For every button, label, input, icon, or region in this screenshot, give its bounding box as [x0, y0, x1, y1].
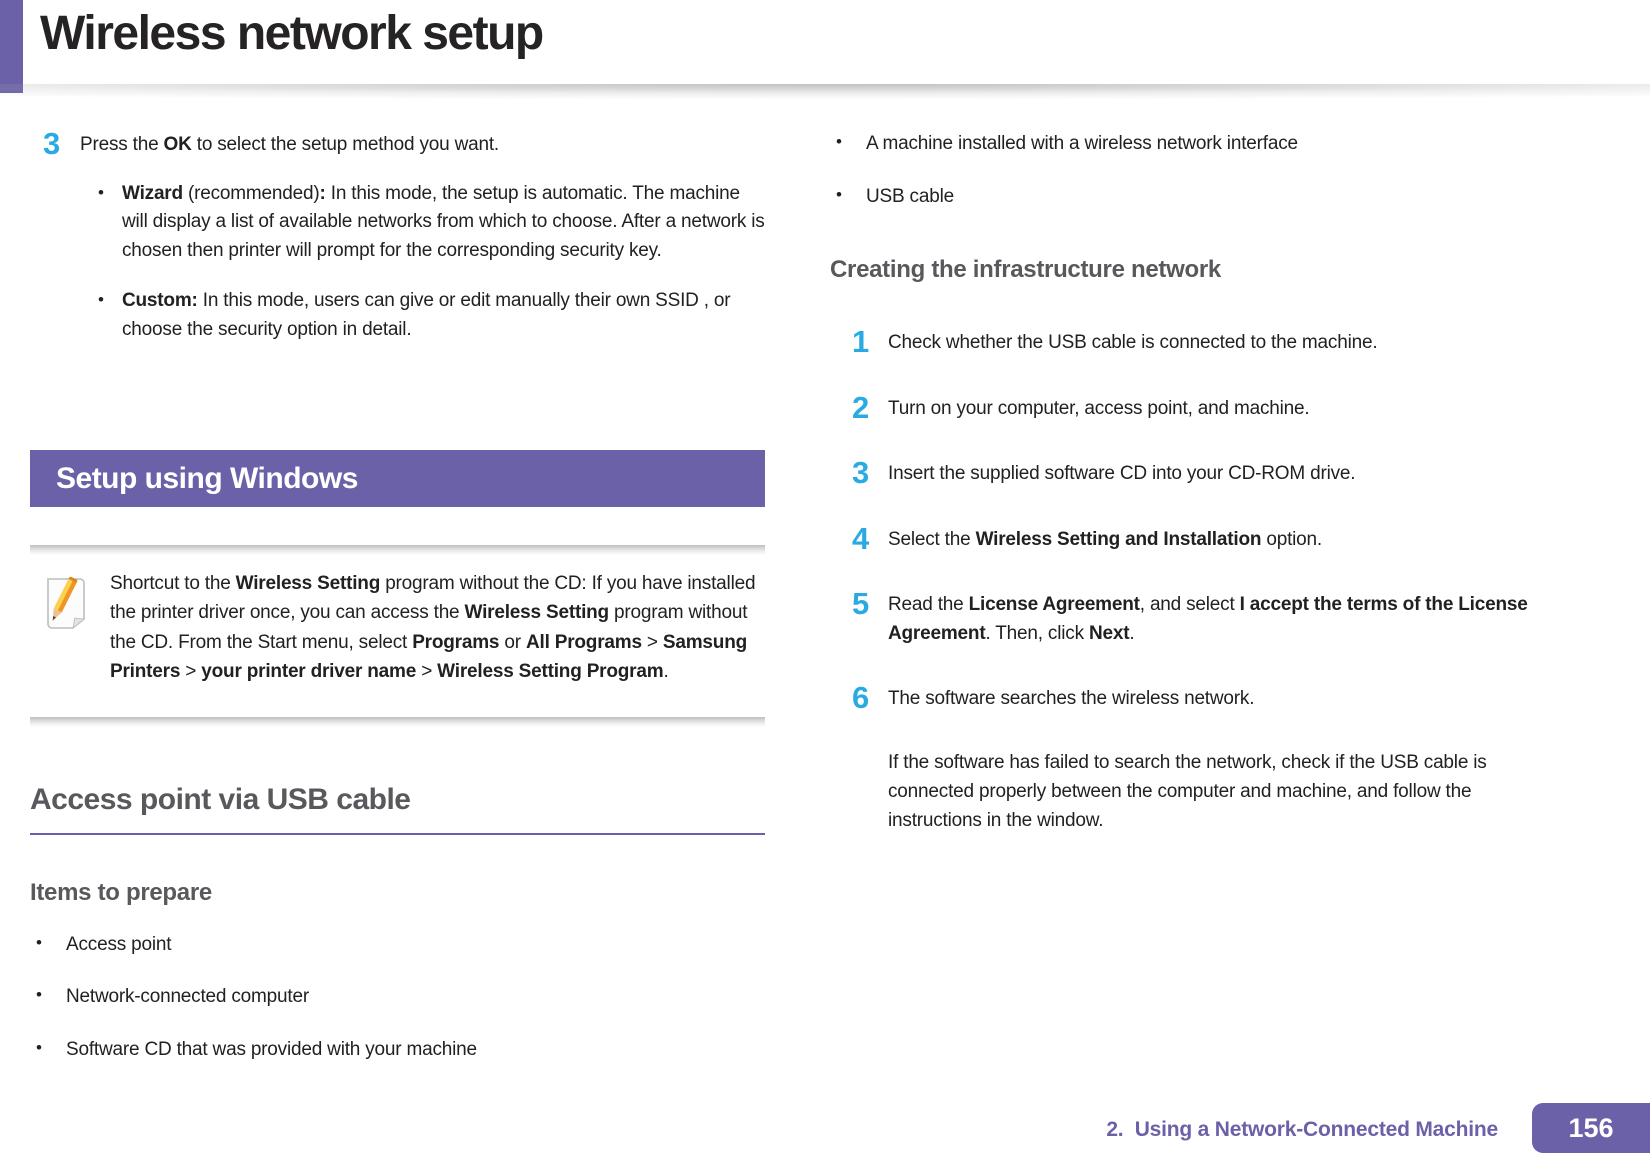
left-column: 3 Press the OK to select the setup metho…: [30, 122, 765, 1088]
step-number: 1: [852, 324, 870, 360]
page-number: 156: [1568, 1112, 1614, 1143]
step-number: 6: [852, 680, 870, 716]
step-text: Select the Wireless Setting and Installa…: [888, 528, 1322, 550]
step-text: Read the License Agreement, and select I…: [888, 594, 1528, 644]
step-6-block: 6 The software searches the wireless net…: [830, 682, 1552, 714]
step-text: The software searches the wireless netwo…: [888, 688, 1255, 710]
list-item: A machine installed with a wireless netw…: [830, 130, 1552, 158]
note-pencil-icon: [42, 575, 90, 636]
step-3-block: 3 Press the OK to select the setup metho…: [30, 128, 765, 366]
step-5-block: 5 Read the License Agreement, and select…: [830, 588, 1552, 648]
header-divider: [0, 84, 1650, 106]
step-text: Insert the supplied software CD into you…: [888, 463, 1356, 485]
footer-chapter-label: 2. Using a Network-Connected Machine: [1106, 1118, 1498, 1141]
items-to-prepare-heading: Items to prepare: [30, 878, 212, 906]
step-number: 5: [852, 586, 870, 622]
list-item: Network-connected computer: [30, 983, 765, 1011]
step-2-block: 2 Turn on your computer, access point, a…: [830, 392, 1552, 424]
list-item-wizard: Wizard (recommended): In this mode, the …: [96, 180, 765, 266]
header-accent-bar: [0, 0, 23, 93]
step-text: Check whether the USB cable is connected…: [888, 332, 1378, 354]
list-item: Software CD that was provided with your …: [30, 1036, 765, 1064]
step-number: 2: [852, 389, 870, 425]
items-to-prepare-list: Access point Network-connected computer …: [30, 931, 765, 1064]
creating-infrastructure-heading: Creating the infrastructure network: [830, 256, 1221, 284]
step-6-extra-text: If the software has failed to search the…: [888, 751, 1487, 832]
step-body: The software searches the wireless netwo…: [888, 682, 1552, 714]
step-number: 4: [852, 520, 870, 556]
page-number-badge: 156: [1532, 1103, 1650, 1153]
section-banner-setup-using-windows: Setup using Windows: [30, 450, 765, 507]
list-item: Access point: [30, 931, 765, 959]
note-text: Shortcut to the Wireless Setting program…: [110, 573, 756, 683]
note-box: Shortcut to the Wireless Setting program…: [30, 545, 765, 727]
step-body: Press the OK to select the setup method …: [80, 128, 765, 366]
list-item: USB cable: [830, 183, 1552, 211]
list-item-custom: Custom: In this mode, users can give or …: [96, 287, 765, 344]
step-text: Turn on your computer, access point, and…: [888, 397, 1310, 419]
setup-method-list: Wizard (recommended): In this mode, the …: [80, 180, 765, 345]
step-1-block: 1 Check whether the USB cable is connect…: [830, 326, 1552, 358]
step-3-block: 3 Insert the supplied software CD into y…: [830, 457, 1552, 489]
items-to-prepare-list-continued: A machine installed with a wireless netw…: [830, 130, 1552, 210]
subsection-heading-access-point: Access point via USB cable: [30, 783, 765, 835]
step-text: Press the OK to select the setup method …: [80, 134, 499, 155]
step-number: 3: [852, 455, 870, 491]
step-4-block: 4 Select the Wireless Setting and Instal…: [830, 523, 1552, 555]
step-number: 3: [43, 126, 61, 161]
right-column: A machine installed with a wireless netw…: [830, 122, 1552, 836]
page-title: Wireless network setup: [40, 7, 544, 60]
